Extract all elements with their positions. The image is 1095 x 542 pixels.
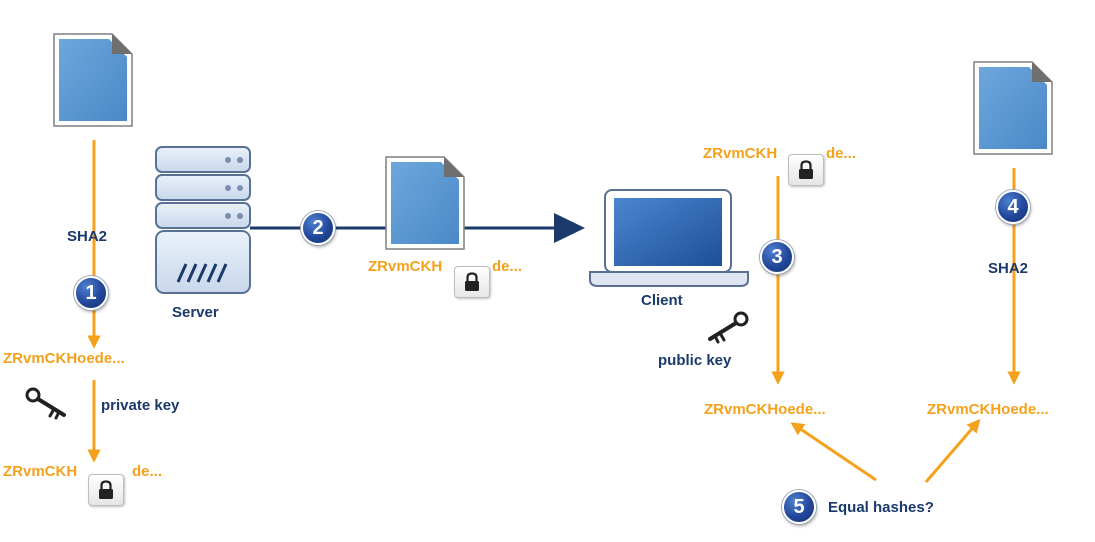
server-icon [155, 146, 251, 294]
computed-hash-right: ZRvmCKHoede... [927, 401, 1049, 418]
step-4-badge: 4 [996, 190, 1030, 224]
lock-icon [454, 266, 490, 298]
step-3-badge: 3 [760, 240, 794, 274]
received-signed-hash-start: ZRvmCKH [703, 145, 778, 162]
private-key-label: private key [101, 397, 180, 414]
step-2-badge: 2 [301, 211, 335, 245]
signed-hash-transfer-end: de... [492, 258, 523, 275]
sha2-label-right: SHA2 [988, 260, 1029, 277]
document-icon [973, 61, 1053, 155]
public-key-label: public key [658, 352, 732, 369]
signed-hash-transfer-start: ZRvmCKH [368, 258, 443, 275]
decrypted-hash: ZRvmCKHoede... [704, 401, 826, 418]
signed-document-icon [385, 156, 465, 250]
step-5-badge: 5 [782, 490, 816, 524]
client-label: Client [641, 292, 683, 309]
lock-icon [88, 474, 124, 506]
arrow-compare-right [924, 418, 981, 483]
document-icon [53, 33, 133, 127]
server-label: Server [172, 304, 219, 321]
hash-left: ZRvmCKHoede... [3, 350, 125, 367]
key-icon [25, 387, 66, 420]
key-icon [708, 311, 749, 344]
lock-icon [788, 154, 824, 186]
arrow-server-to-client-head [554, 213, 585, 243]
equal-hashes-label: Equal hashes? [828, 499, 934, 516]
sha2-label-left: SHA2 [67, 228, 108, 245]
signed-hash-left-start: ZRvmCKH [3, 463, 78, 480]
laptop-icon [589, 189, 749, 287]
signed-hash-left-end: de... [132, 463, 163, 480]
arrow-compare-left [790, 422, 877, 482]
step-1-badge: 1 [74, 276, 108, 310]
received-signed-hash-end: de... [826, 145, 857, 162]
